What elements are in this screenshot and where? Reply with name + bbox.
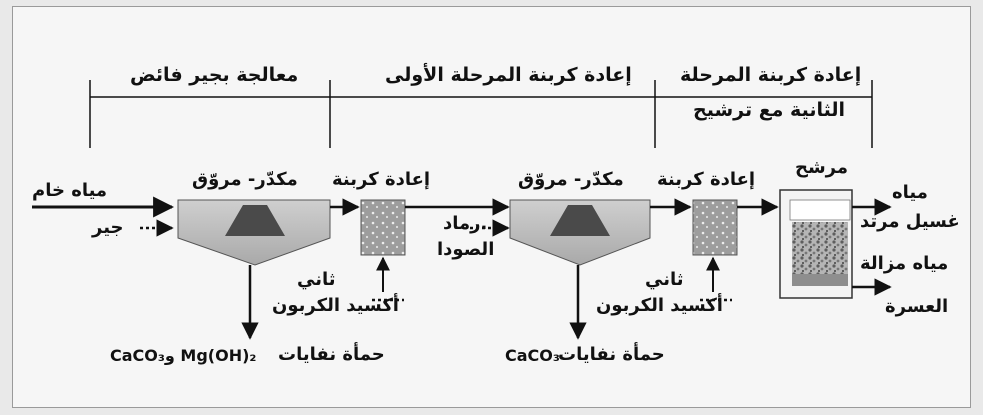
filter-label: مرشح xyxy=(795,157,849,178)
recarbonation-1-label: إعادة كربنة xyxy=(332,169,431,190)
soda-ash-label-2: الصودا xyxy=(437,239,495,260)
sludge-1-chemical: CaCO₃و Mg(OH)₂ xyxy=(110,346,257,365)
clarifier-2 xyxy=(509,199,651,266)
co2-1-label-line2: أكسيد الكربون xyxy=(272,295,399,316)
clarifier-2-label: مكدّر- مروّق xyxy=(518,169,624,190)
backwash-label-line1: مياه xyxy=(892,182,928,203)
softened-label-line1: مياه مزالة xyxy=(860,253,949,274)
softened-label-line2: العسرة xyxy=(885,296,949,317)
header-stage-3-line1: إعادة كربنة المرحلة xyxy=(680,64,862,86)
backwash-label-line2: غسيل مرتد xyxy=(860,211,960,232)
co2-2-label-line2: أكسيد الكربون xyxy=(596,295,723,316)
clarifier-1-label: مكدّر- مروّق xyxy=(192,169,298,190)
raw-water-label: مياه خام xyxy=(32,180,108,201)
sludge-1-label: حمأة نفايات xyxy=(278,344,385,365)
recarbonation-tank-2 xyxy=(692,199,738,256)
stage-bracket xyxy=(89,80,873,148)
header-stage-2: إعادة كربنة المرحلة الأولى xyxy=(385,64,632,86)
header-stage-3-line2: الثانية مع ترشيح xyxy=(693,99,846,121)
header-stage-1: معالجة بجير فائض xyxy=(130,64,299,86)
sludge-2-label: حمأة نفايات xyxy=(558,344,665,365)
recarbonation-2-label: إعادة كربنة xyxy=(657,169,756,190)
sludge-2-chemical: CaCO₃ xyxy=(505,346,560,365)
co2-2-label-line1: ثاني xyxy=(645,269,684,290)
recarbonation-tank-1 xyxy=(360,199,406,256)
lime-label: جير xyxy=(92,217,124,238)
co2-1-label-line1: ثاني xyxy=(297,269,336,290)
filter-unit xyxy=(779,189,853,299)
soda-ash-label-1: .رماد xyxy=(443,213,488,234)
clarifier-1 xyxy=(177,199,331,266)
